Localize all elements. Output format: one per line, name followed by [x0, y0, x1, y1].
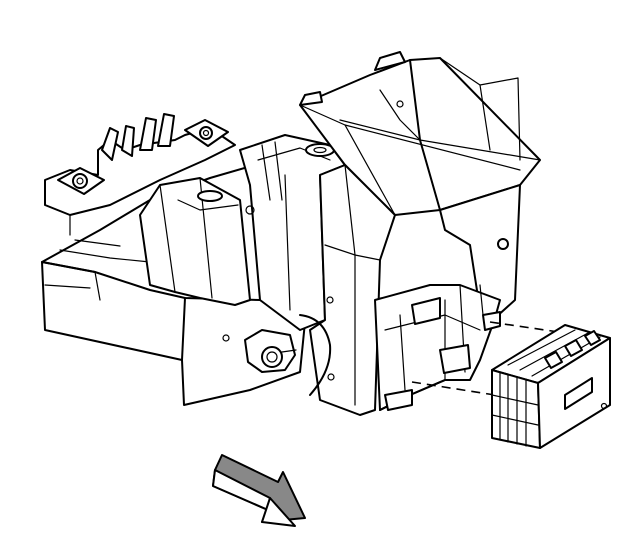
upper-left-block [44, 113, 236, 236]
electrical-connector-module [491, 324, 611, 449]
push-pin-fastener [244, 314, 332, 396]
mounting-bracket [299, 51, 541, 416]
direction-arrow [212, 454, 306, 527]
